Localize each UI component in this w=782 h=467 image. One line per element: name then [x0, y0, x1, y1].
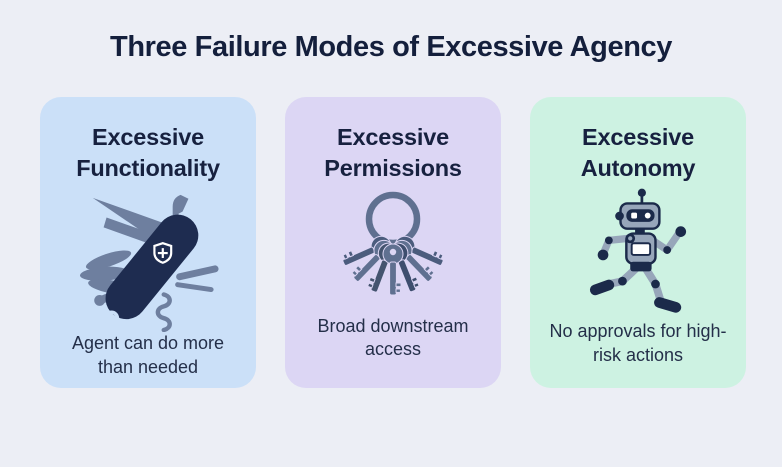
running-robot-icon [589, 188, 687, 313]
infographic-page: { "title": "Three Failure Modes of Exces… [0, 31, 782, 467]
card-heading: Excessive Autonomy [580, 124, 696, 182]
card-excessive-autonomy: Excessive Autonomy [530, 97, 746, 388]
card-excessive-permissions: Excessive Permissions [285, 97, 501, 388]
card-icon-wrap [544, 184, 732, 320]
card-excessive-functionality: Excessive Functionality [40, 97, 256, 388]
card-icon-wrap [299, 184, 487, 314]
card-icon-wrap [54, 184, 242, 333]
card-heading: Excessive Permissions [324, 124, 462, 182]
card-description: No approvals for high-risk actions [549, 321, 727, 365]
card-description: Agent can do more than needed [71, 333, 225, 377]
page-title: Three Failure Modes of Excessive Agency [110, 31, 672, 63]
swiss-army-knife-icon [79, 194, 219, 333]
keyring-icon [342, 192, 444, 296]
card-heading: Excessive Functionality [76, 124, 220, 182]
card-description: Broad downstream access [317, 315, 469, 360]
failure-mode-cards: Excessive Functionality [0, 97, 782, 388]
